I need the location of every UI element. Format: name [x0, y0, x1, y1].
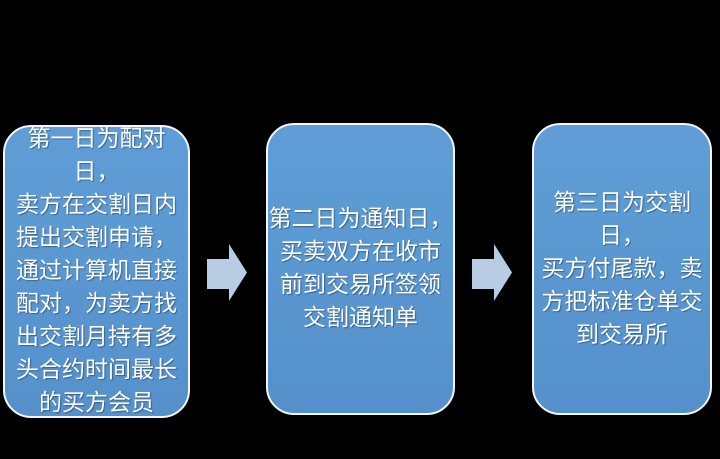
right-arrow-icon: [207, 244, 247, 301]
step-box-2[interactable]: 第二日为通知日， 买卖双方在收市 前到交易所签领 交割通知单: [266, 123, 455, 415]
right-arrow-icon: [472, 244, 512, 301]
step-2-text: 第二日为通知日， 买卖双方在收市 前到交易所签领 交割通知单: [268, 206, 453, 331]
step-1-text: 第一日为配对日， 卖方在交割日内 提出交割申请， 通过计算机直接 配对，为卖方找…: [16, 126, 177, 416]
step-box-3[interactable]: 第三日为交割日， 买方付尾款，卖 方把标准仓单交 到交易所: [532, 123, 712, 415]
step-3-text: 第三日为交割日， 买方付尾款，卖 方把标准仓单交 到交易所: [541, 189, 703, 348]
step-box-1[interactable]: 第一日为配对日， 卖方在交割日内 提出交割申请， 通过计算机直接 配对，为卖方找…: [3, 125, 190, 418]
